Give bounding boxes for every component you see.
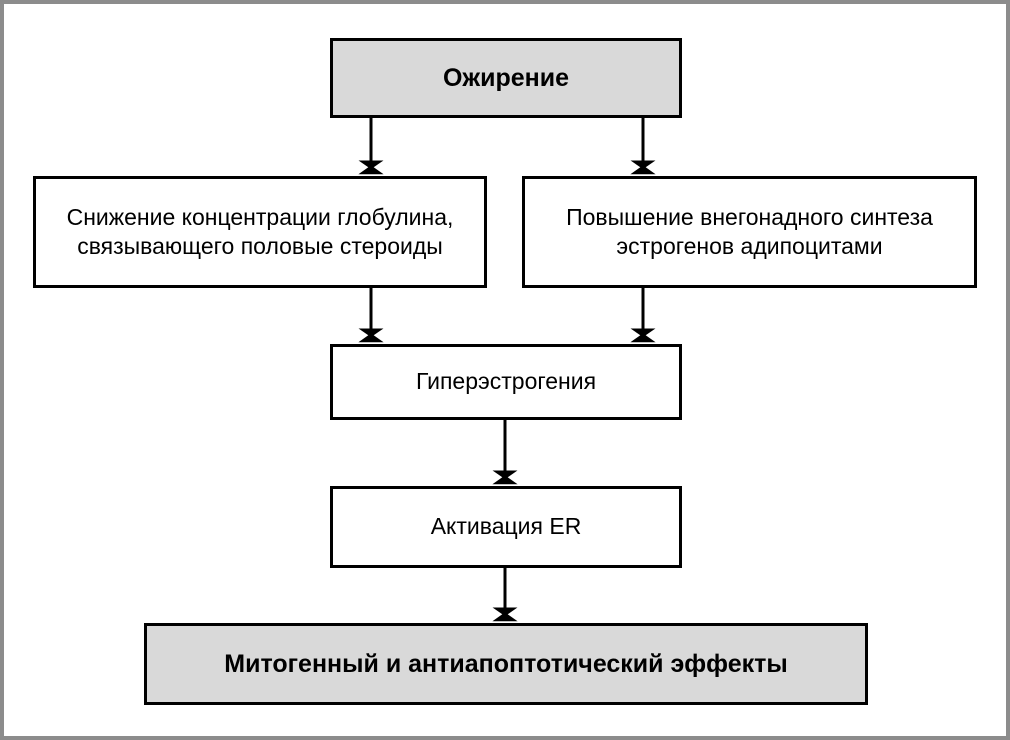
node-obesity: Ожирение xyxy=(330,38,682,118)
node-extragonadal-estrogen-synthesis: Повышение внегонадного синтеза эстрогено… xyxy=(522,176,977,288)
node-mitogenic-antiapoptotic-effects: Митогенный и антиапоптотический эффекты xyxy=(144,623,868,705)
node-hyperestrogenia-label: Гиперэстрогения xyxy=(415,368,597,395)
node-extragonadal-estrogen-synthesis-label: Повышение внегонадного синтеза эстрогено… xyxy=(566,203,933,259)
node-er-activation-label: Активация ER xyxy=(430,513,582,540)
node-mitogenic-antiapoptotic-effects-label: Митогенный и антиапоптотический эффекты xyxy=(224,650,788,678)
flowchart-stage: Ожирение Снижение концентрации глобулина… xyxy=(4,4,1006,736)
node-shbg-decrease: Снижение концентрации глобулина, связыва… xyxy=(33,176,487,288)
node-er-activation: Активация ER xyxy=(330,486,682,568)
node-hyperestrogenia: Гиперэстрогения xyxy=(330,344,682,420)
node-shbg-decrease-label: Снижение концентрации глобулина, связыва… xyxy=(66,203,454,259)
node-obesity-label: Ожирение xyxy=(442,64,570,92)
